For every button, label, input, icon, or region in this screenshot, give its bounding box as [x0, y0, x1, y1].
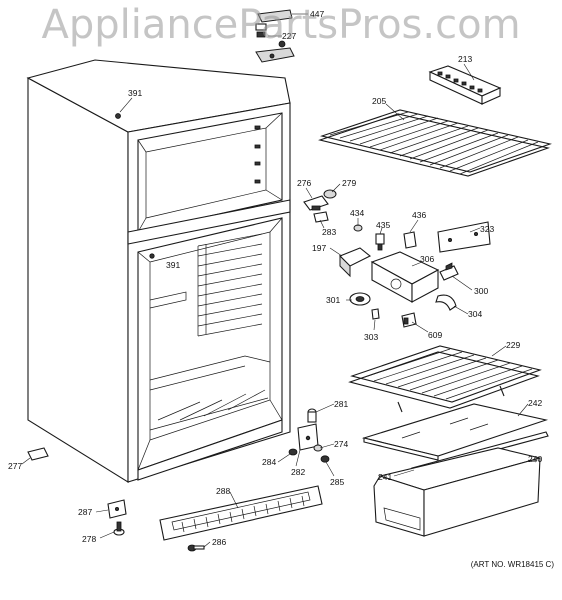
part-label-274: 274 — [334, 439, 348, 449]
part-label-447: 447 — [310, 9, 324, 19]
control-assembly-parts — [303, 189, 491, 328]
part-label-303: 303 — [364, 332, 378, 342]
front-leg-parts — [107, 499, 127, 536]
part-label-391-mid: 391 — [166, 260, 180, 270]
part-label-241: 241 — [378, 472, 392, 482]
part-label-323: 323 — [480, 224, 494, 234]
part-label-436: 436 — [412, 210, 426, 220]
part-label-285: 285 — [330, 477, 344, 487]
glass-shelf-part — [361, 403, 549, 461]
grille-screw-part — [187, 544, 205, 552]
part-label-434: 434 — [350, 208, 364, 218]
part-label-205: 205 — [372, 96, 386, 106]
part-label-227: 227 — [282, 31, 296, 41]
part-label-306: 306 — [420, 254, 434, 264]
part-label-277: 277 — [8, 461, 22, 471]
part-label-435: 435 — [376, 220, 390, 230]
part-label-301: 301 — [326, 295, 340, 305]
part-label-300: 300 — [474, 286, 488, 296]
part-label-213: 213 — [458, 54, 472, 64]
part-label-276: 276 — [297, 178, 311, 188]
refrigerator-cabinet — [26, 59, 291, 483]
art-number-label: (ART NO. WR18415 C) — [470, 560, 554, 569]
part-label-287: 287 — [78, 507, 92, 517]
callout-leader-lines — [21, 13, 537, 548]
ice-tray-part — [428, 65, 502, 105]
part-label-278: 278 — [82, 534, 96, 544]
part-label-304: 304 — [468, 309, 482, 319]
leveling-leg-part — [27, 447, 49, 461]
fresh-food-shelf-part — [348, 345, 542, 413]
crisper-drawer-part — [373, 447, 541, 537]
part-label-281: 281 — [334, 399, 348, 409]
part-label-286: 286 — [212, 537, 226, 547]
part-label-391-top: 391 — [128, 88, 142, 98]
part-label-279: 279 — [342, 178, 356, 188]
top-hinge-part — [255, 9, 295, 63]
bottom-hinge-parts — [288, 408, 330, 463]
toe-grille-part — [159, 485, 323, 541]
freezer-shelf-part — [318, 109, 552, 177]
part-label-283: 283 — [322, 227, 336, 237]
part-label-197: 197 — [312, 243, 326, 253]
part-label-229: 229 — [506, 340, 520, 350]
part-label-288: 288 — [216, 486, 230, 496]
part-label-242: 242 — [528, 398, 542, 408]
part-label-282: 282 — [291, 467, 305, 477]
part-label-609: 609 — [428, 330, 442, 340]
part-number-labels: 447 227 213 205 391 276 279 283 434 435 … — [8, 9, 542, 547]
part-label-284: 284 — [262, 457, 276, 467]
part-label-240: 240 — [528, 454, 542, 464]
